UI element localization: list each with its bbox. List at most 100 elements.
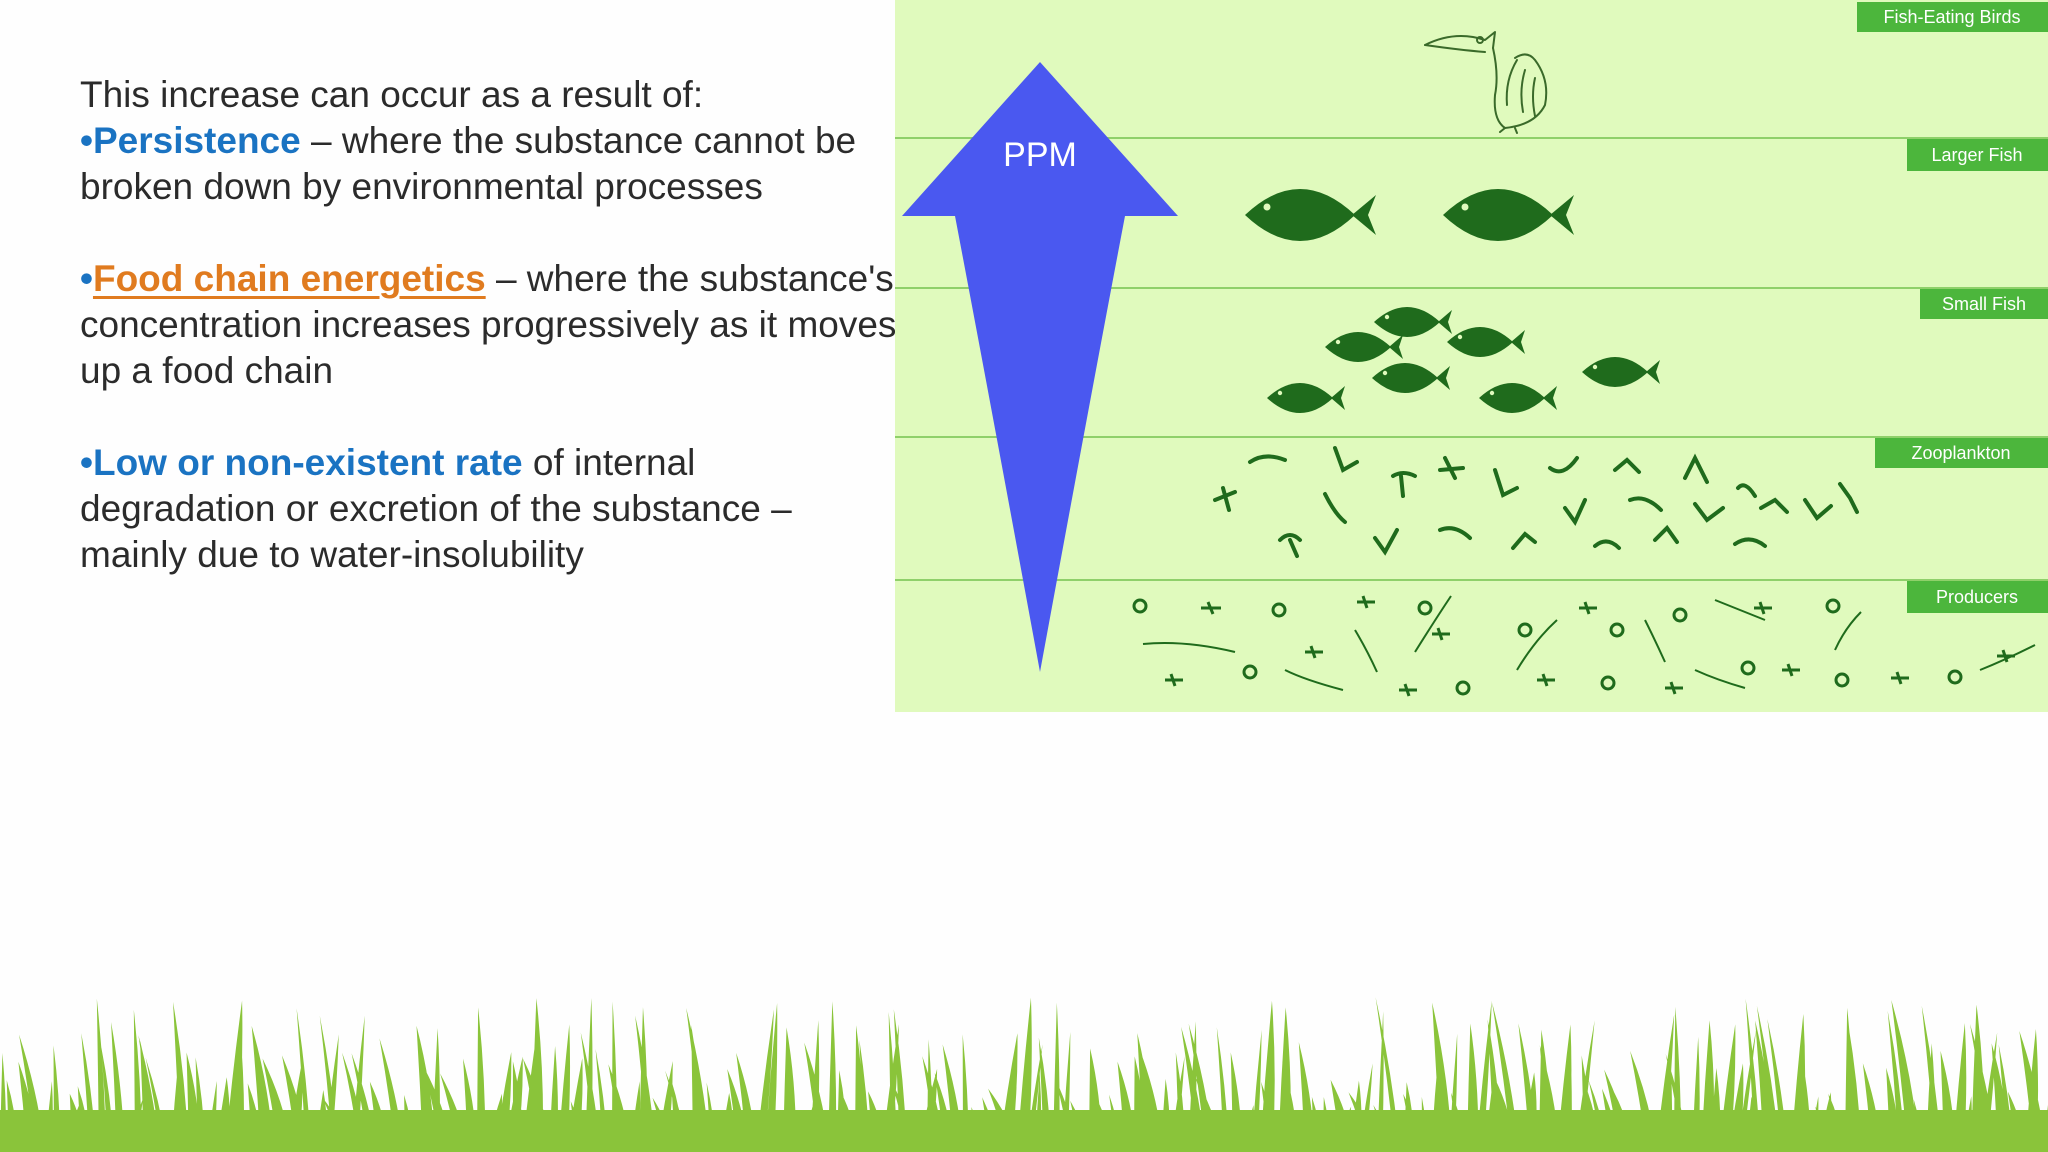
- zooplankton-icon: [1563, 498, 1587, 526]
- food-chain-energetics-description: – where the substance's concentration in…: [80, 258, 897, 391]
- producer-icon: [1740, 660, 1756, 676]
- text-block: This increase can occur as a result of: …: [80, 72, 900, 624]
- tier-label-text: Zooplankton: [1911, 443, 2010, 463]
- zooplankton-icon: [1391, 471, 1417, 498]
- tier-label-text: Producers: [1936, 587, 2018, 607]
- zooplankton-icon: [1736, 483, 1757, 498]
- low-rate-term: Low or non-existent rate: [92, 442, 523, 483]
- large-fish-icon: [1245, 189, 1376, 241]
- small-fish-icon: [1479, 383, 1557, 413]
- zooplankton-icon: [1333, 446, 1359, 473]
- zooplankton-icon: [1683, 453, 1709, 484]
- low-rate-description: of internal degradation or excretion of …: [80, 442, 792, 575]
- producer-icon: [1891, 671, 1909, 685]
- producer-icon: [1694, 669, 1746, 689]
- producer-icon: [1271, 602, 1287, 618]
- producer-icon: [1242, 664, 1258, 680]
- small-fish-icon: [1447, 327, 1525, 357]
- producer-icon: [1579, 601, 1597, 615]
- zooplankton-icon: [1653, 524, 1679, 544]
- tier-label-text: Small Fish: [1942, 294, 2026, 314]
- producer-icon: [1354, 629, 1378, 673]
- biomagnification-diagram: Fish-Eating Birds Larger Fish Small Fish…: [895, 0, 2048, 712]
- zooplankton-icon: [1213, 486, 1237, 512]
- producers-group: [1132, 595, 2036, 697]
- tier-label-producers: Producers: [1907, 581, 2048, 613]
- zooplankton-icon: [1323, 492, 1347, 524]
- producer-icon: [1600, 675, 1616, 691]
- small-fish-icon: [1372, 363, 1450, 393]
- producer-icon: [1132, 598, 1148, 614]
- producer-icon: [1517, 622, 1533, 638]
- producer-icon: [1414, 595, 1452, 653]
- small-fish-icon: [1582, 357, 1660, 387]
- zooplankton-icon: [1511, 531, 1537, 550]
- zooplankton-icon: [1438, 526, 1472, 540]
- persistence-term: Persistence: [92, 120, 301, 161]
- grass-ground: [0, 1110, 2048, 1152]
- bullet-persistence: •Persistence – where the substance canno…: [80, 118, 900, 210]
- producer-icon: [1399, 683, 1417, 697]
- bullet-mark: •: [80, 258, 93, 299]
- zooplankton-icon: [1803, 498, 1833, 521]
- small-fish-icon: [1325, 332, 1403, 362]
- bullet-food-chain-energetics: •Food chain energetics – where the subst…: [80, 256, 900, 394]
- bullet-mark: •: [80, 120, 93, 161]
- producer-icon: [1537, 673, 1555, 687]
- producer-icon: [1979, 644, 2036, 671]
- zooplankton-icon: [1733, 537, 1767, 548]
- producer-icon: [1644, 619, 1666, 663]
- zooplankton-icon: [1548, 456, 1579, 474]
- food-chain-energetics-link[interactable]: Food chain energetics: [92, 258, 486, 299]
- larger-fish-group: [1245, 189, 1574, 241]
- tier-label-small-fish: Small Fish: [1920, 289, 2048, 319]
- large-fish-icon: [1443, 189, 1574, 241]
- zooplankton-icon: [1838, 482, 1859, 514]
- zooplankton-icon: [1248, 454, 1287, 464]
- producer-icon: [1516, 619, 1558, 671]
- zooplankton-group: [1213, 446, 1859, 558]
- producer-icon: [1714, 599, 1766, 621]
- intro-text: This increase can occur as a result of:: [80, 74, 704, 115]
- small-fish-icon: [1374, 307, 1452, 337]
- ppm-label: PPM: [1003, 136, 1077, 174]
- producer-icon: [1357, 595, 1375, 609]
- zooplankton-icon: [1613, 457, 1641, 474]
- tier-label-text: Larger Fish: [1931, 145, 2022, 165]
- grass-decoration: [0, 997, 2048, 1152]
- tier-label-larger-fish: Larger Fish: [1907, 139, 2048, 171]
- producer-icon: [1455, 680, 1471, 696]
- producer-icon: [1201, 601, 1221, 615]
- small-fish-icon: [1267, 383, 1345, 413]
- zooplankton-icon: [1628, 496, 1663, 512]
- producer-icon: [1825, 598, 1841, 614]
- producer-icon: [1754, 601, 1772, 615]
- producer-icon: [1834, 611, 1862, 651]
- zooplankton-icon: [1593, 539, 1621, 550]
- producer-icon: [1417, 600, 1433, 616]
- zooplankton-icon: [1493, 468, 1519, 498]
- zooplankton-icon: [1438, 456, 1465, 480]
- producer-icon: [1609, 622, 1625, 638]
- zooplankton-icon: [1693, 502, 1725, 523]
- producer-icon: [1284, 669, 1344, 691]
- tier-label-text: Fish-Eating Birds: [1883, 7, 2020, 27]
- persistence-description: – where the substance cannot be broken d…: [80, 120, 857, 207]
- zooplankton-icon: [1278, 533, 1302, 558]
- small-fish-group: [1267, 307, 1660, 413]
- producer-icon: [1782, 663, 1800, 677]
- producer-icon: [1165, 673, 1183, 687]
- ppm-arrow: [902, 62, 1178, 672]
- pelican-icon: [1424, 31, 1548, 134]
- producer-icon: [1834, 672, 1850, 688]
- bullet-mark: •: [80, 442, 93, 483]
- zooplankton-icon: [1373, 528, 1399, 556]
- producer-icon: [1672, 607, 1688, 623]
- producer-icon: [1665, 681, 1683, 695]
- zooplankton-icon: [1759, 497, 1789, 514]
- tier-label-birds: Fish-Eating Birds: [1857, 2, 2048, 32]
- producer-icon: [1305, 645, 1323, 659]
- producer-icon: [1432, 627, 1450, 641]
- producer-icon: [1947, 669, 1963, 685]
- tier-label-zooplankton: Zooplankton: [1875, 438, 2048, 468]
